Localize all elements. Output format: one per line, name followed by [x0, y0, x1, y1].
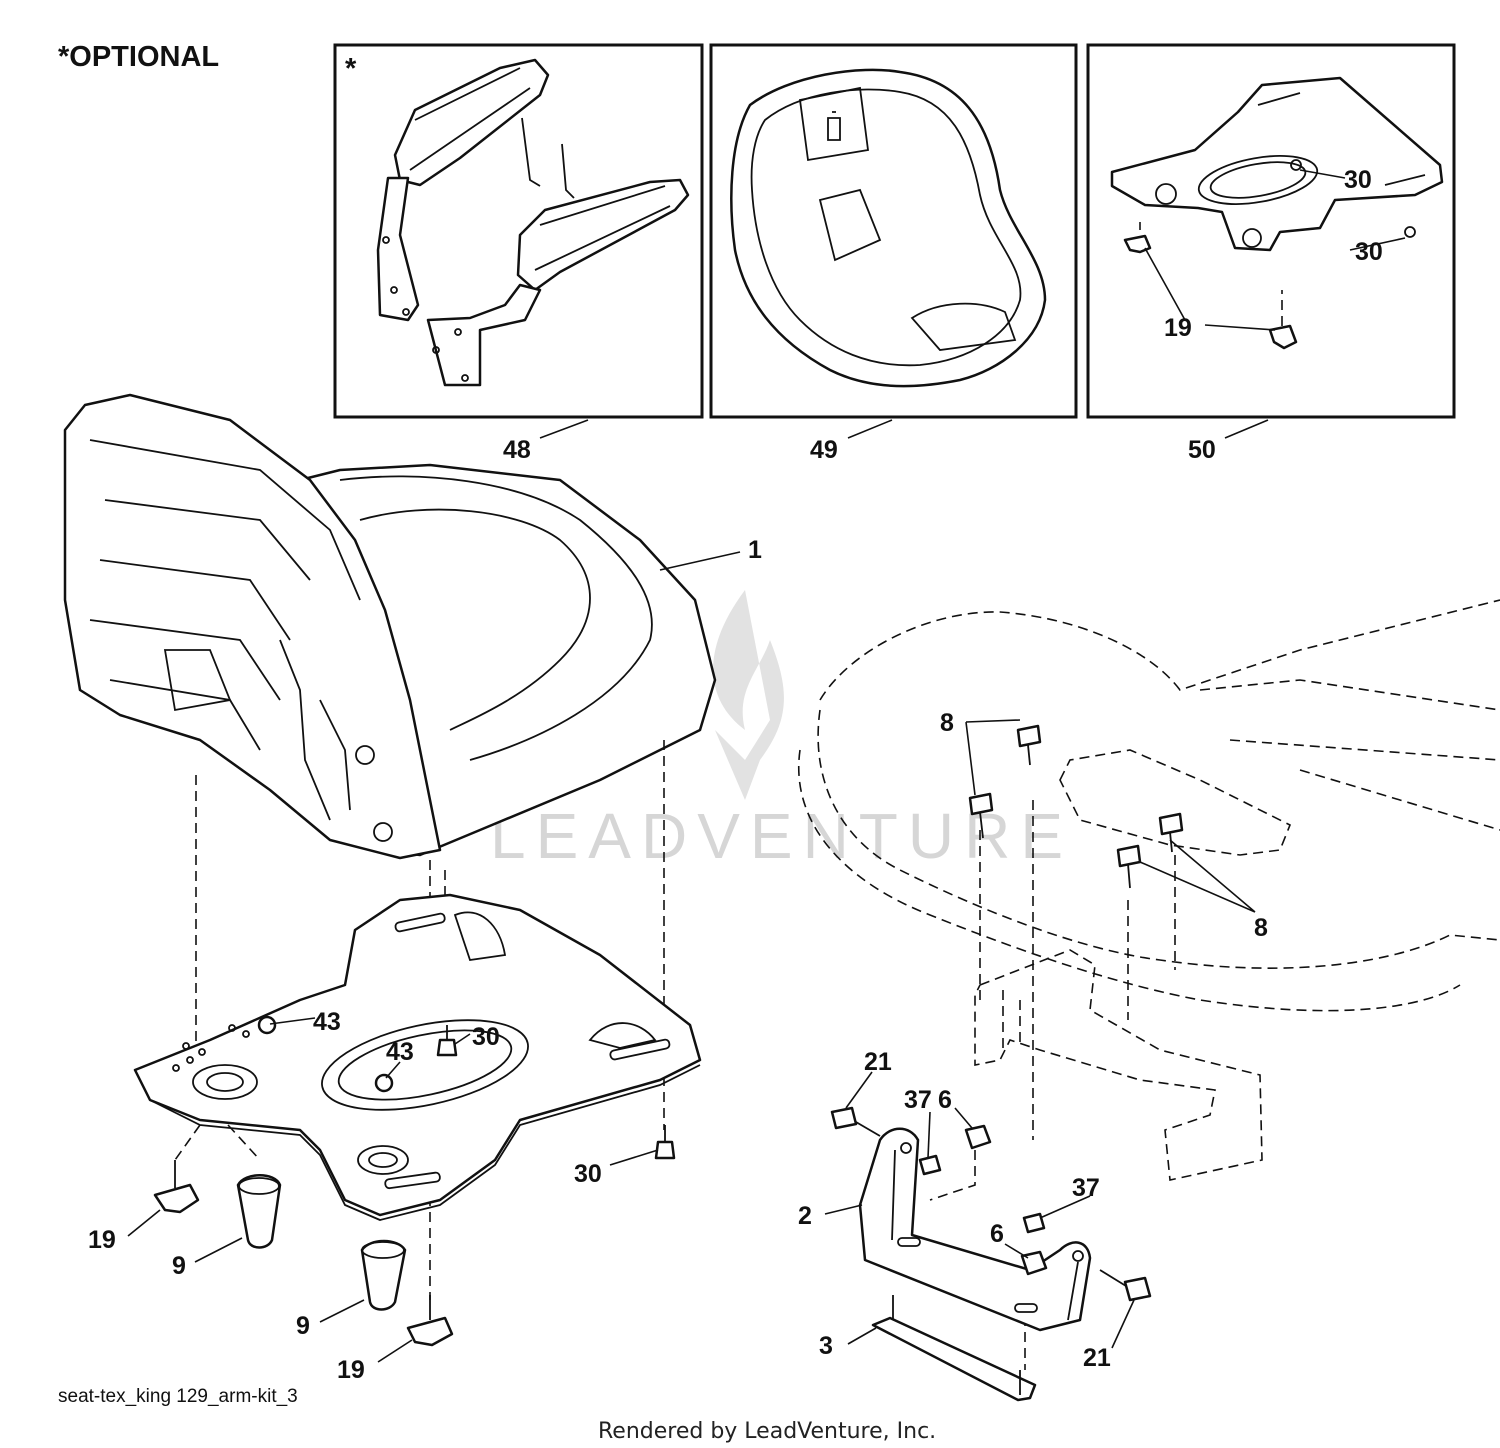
seat-plate	[133, 893, 702, 1221]
callout-50: 50	[1188, 436, 1216, 464]
callout-37-right: 37	[1072, 1174, 1100, 1202]
armrest-right	[516, 178, 690, 292]
bolt-8b	[968, 792, 994, 816]
knob-optional-2	[1268, 324, 1298, 350]
plug-43a	[257, 1015, 277, 1035]
bracket-assembly	[830, 1106, 1152, 1402]
callout-37-top: 37	[904, 1086, 932, 1114]
inset-seat-cushion	[709, 43, 1078, 419]
callout-2: 2	[798, 1202, 812, 1230]
callout-19-inset: 19	[1164, 314, 1192, 342]
mower-frame	[798, 599, 1500, 1181]
diagram-id: seat-tex_king 129_arm-kit_3	[58, 1386, 298, 1407]
callout-19-left: 19	[88, 1226, 116, 1254]
bolt-8d	[1116, 844, 1142, 868]
watermark-text: LEADVENTURE	[490, 800, 1073, 872]
nut-37b	[1022, 1212, 1046, 1234]
armrest-bracket-right	[426, 283, 542, 387]
bumper-9b	[360, 1239, 407, 1311]
knobs-and-bumpers	[153, 1160, 454, 1347]
nut-37a	[918, 1154, 942, 1176]
plug-43b	[374, 1073, 394, 1093]
knob-19-left	[153, 1183, 200, 1214]
knob-19-center	[406, 1316, 454, 1347]
callout-48: 48	[503, 436, 531, 464]
hex-key-1	[521, 117, 541, 187]
callout-1: 1	[748, 536, 762, 564]
callout-9-center: 9	[296, 1312, 310, 1340]
callout-30-inset-top: 30	[1344, 166, 1372, 194]
callout-43-top: 43	[313, 1008, 341, 1036]
callout-30-plate: 30	[472, 1023, 500, 1051]
bumper-9a	[236, 1174, 282, 1249]
callout-8-top: 8	[940, 709, 954, 737]
callout-21-bottom: 21	[1083, 1344, 1111, 1372]
callout-3: 3	[819, 1332, 833, 1360]
inset-seat-plate	[1086, 43, 1456, 419]
callout-6-top: 6	[938, 1086, 952, 1114]
plate-3	[871, 1316, 1037, 1402]
leader-lines	[127, 169, 1406, 1363]
nut-6a	[964, 1124, 992, 1150]
optional-marker: *	[345, 53, 357, 85]
screw-30a	[436, 1038, 458, 1057]
optional-note: *OPTIONAL	[58, 41, 219, 73]
knob-optional-1	[1123, 234, 1152, 254]
callout-6-right: 6	[990, 1220, 1004, 1248]
bolt-8c	[1158, 812, 1184, 836]
watermark: LEADVENTURE	[490, 590, 1073, 872]
bolt-21b	[1123, 1276, 1152, 1302]
callout-19-center: 19	[337, 1356, 365, 1384]
callout-49: 49	[810, 436, 838, 464]
hex-key-2	[561, 143, 575, 199]
render-credit: Rendered by LeadVenture, Inc.	[598, 1419, 936, 1444]
screw-30b	[654, 1140, 676, 1160]
seat-assembly	[63, 393, 717, 860]
callout-30-inset-bottom: 30	[1355, 238, 1383, 266]
callout-labels: 48 49 50 1 8 8 30 30 19 43 30 43 30 19 9…	[88, 166, 1383, 1384]
bracket-2	[858, 1127, 1092, 1332]
seat-plate-body	[133, 893, 702, 1217]
seat-back	[63, 393, 442, 860]
callout-9-left: 9	[172, 1252, 186, 1280]
armrest-bracket-left	[376, 176, 420, 322]
callout-30-lower: 30	[574, 1160, 602, 1188]
inset-armrest-kit: *	[333, 43, 704, 419]
callout-8-right: 8	[1254, 914, 1268, 942]
watermark-flame-logo	[713, 590, 784, 800]
bolt-21a	[830, 1106, 858, 1130]
callout-43-center: 43	[386, 1038, 414, 1066]
bolt-8a	[1016, 724, 1042, 748]
callout-21-top: 21	[864, 1048, 892, 1076]
